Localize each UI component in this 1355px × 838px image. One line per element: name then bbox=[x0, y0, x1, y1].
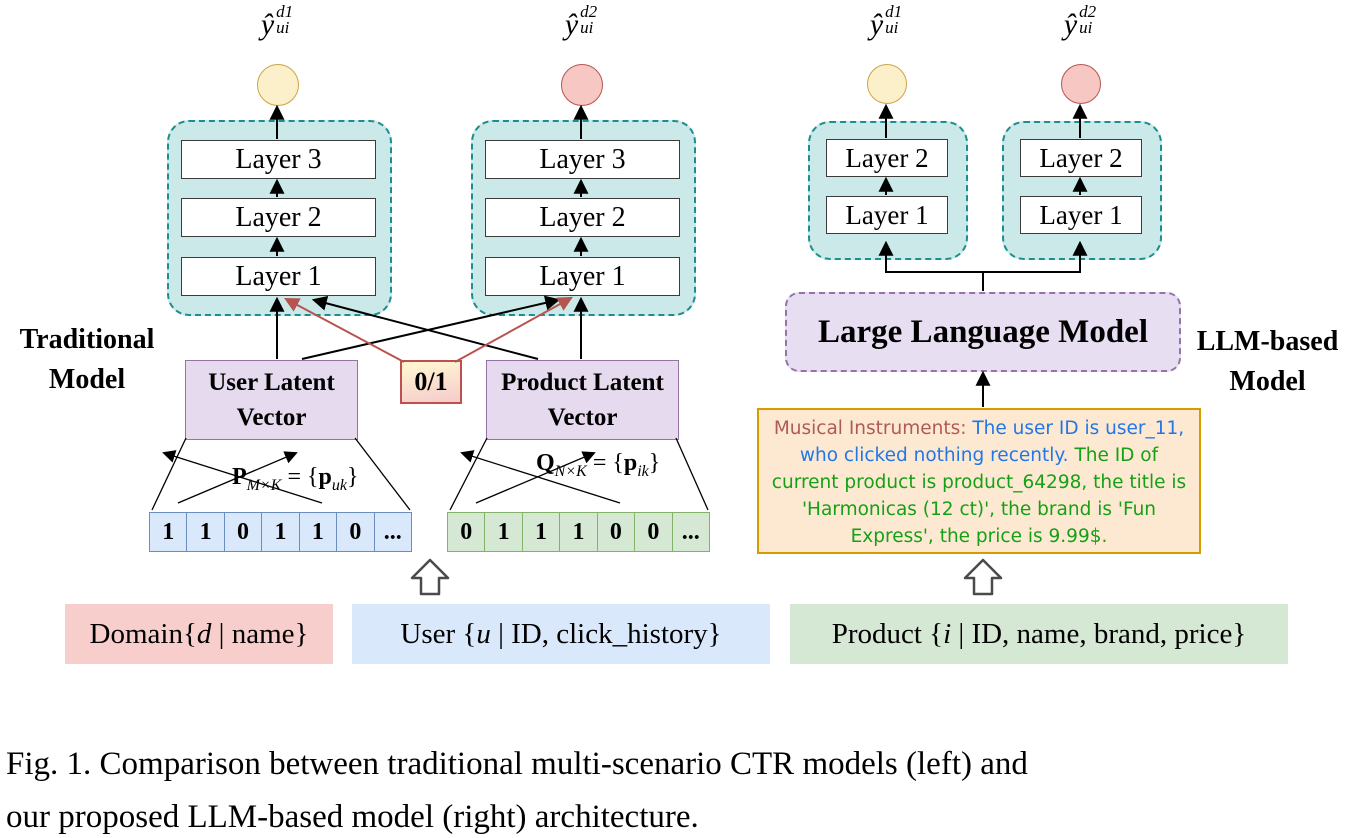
equals: = { bbox=[281, 464, 319, 490]
input-product-box: Product {i | ID, name, brand, price} bbox=[790, 604, 1288, 664]
matrix-subscript: M×K bbox=[246, 476, 282, 494]
matrix-symbol: Q bbox=[536, 450, 555, 476]
close-brace: } bbox=[347, 464, 359, 490]
llm-tower-2-layer-2: Layer 2 bbox=[1020, 139, 1142, 177]
traditional-model-label-line1: Traditional bbox=[19, 324, 155, 355]
user-latent-line1: User Latent bbox=[208, 369, 335, 396]
product-variable: i bbox=[943, 617, 952, 650]
user-onehot-vector: 1 1 0 1 1 0 ... bbox=[149, 512, 412, 552]
product-prefix: Product { bbox=[831, 617, 944, 650]
vector-cell: 1 bbox=[521, 512, 561, 552]
trad-tower-1-layer-2: Layer 2 bbox=[181, 198, 376, 237]
vector-cell: ... bbox=[671, 512, 710, 552]
product-latent-line2: Vector bbox=[547, 404, 618, 431]
vector-cell: 1 bbox=[186, 512, 225, 552]
trad-tower-2-layer-1: Layer 1 bbox=[485, 257, 680, 296]
trad-tower-1-layer-3: Layer 3 bbox=[181, 140, 376, 179]
output-node-llm-d1 bbox=[867, 64, 907, 104]
product-latent-vector-box: Product Latent Vector bbox=[486, 360, 679, 440]
prompt-domain-segment: Musical Instruments bbox=[773, 418, 961, 439]
subscript: ui bbox=[580, 18, 594, 37]
trad-tower-2-layer-3: Layer 3 bbox=[485, 140, 680, 179]
output-node-trad-d2 bbox=[561, 64, 603, 106]
subscript: ui bbox=[885, 18, 899, 37]
user-suffix: | ID, click_history} bbox=[490, 617, 722, 650]
vector-symbol: p bbox=[318, 464, 332, 490]
user-latent-vector-box: User Latent Vector bbox=[185, 360, 358, 440]
superscript: d2 bbox=[580, 2, 598, 21]
vector-cell: 1 bbox=[484, 512, 523, 552]
traditional-model-label: Traditional Model bbox=[2, 320, 172, 400]
vector-cell: 1 bbox=[261, 512, 300, 552]
caption-line2: our proposed LLM-based model (right) arc… bbox=[6, 799, 699, 835]
matrix-symbol: P bbox=[232, 464, 247, 490]
product-embedding-formula: QN×K = {pik} bbox=[536, 450, 660, 481]
close-brace: } bbox=[648, 450, 661, 476]
superscript: d1 bbox=[885, 2, 903, 21]
vector-cell: 0 bbox=[223, 512, 263, 552]
domain-gate-01: 0/1 bbox=[400, 360, 462, 404]
vector-cell: 1 bbox=[559, 512, 598, 552]
vector-subscript: ik bbox=[637, 462, 649, 480]
yhat-symbol: ŷ bbox=[1063, 8, 1078, 41]
traditional-model-label-line2: Model bbox=[48, 364, 126, 395]
trad-tower-1-layer-1: Layer 1 bbox=[181, 257, 376, 296]
domain-prefix: Domain{ bbox=[89, 617, 197, 650]
product-onehot-vector: 0 1 1 1 0 0 ... bbox=[447, 512, 710, 552]
figure-caption: Fig. 1. Comparison between traditional m… bbox=[6, 738, 1351, 838]
vector-cell: 0 bbox=[634, 512, 673, 552]
prompt-separator: : bbox=[960, 418, 973, 439]
large-language-model-box: Large Language Model bbox=[785, 292, 1181, 372]
superscript: d2 bbox=[1079, 2, 1097, 21]
output-node-llm-d2 bbox=[1061, 64, 1101, 104]
equals: = { bbox=[586, 450, 624, 476]
vector-cell: 1 bbox=[149, 512, 188, 552]
vector-subscript: uk bbox=[331, 476, 347, 494]
product-latent-line1: Product Latent bbox=[501, 369, 664, 396]
caption-line1: Fig. 1. Comparison between traditional m… bbox=[6, 746, 1028, 782]
vector-cell: 0 bbox=[596, 512, 636, 552]
matrix-subscript: N×K bbox=[554, 462, 587, 480]
llm-tower-1-layer-2: Layer 2 bbox=[826, 139, 948, 177]
user-variable: u bbox=[476, 617, 491, 650]
yhat-symbol: ŷ bbox=[564, 8, 579, 41]
input-domain-box: Domain{d | name} bbox=[65, 604, 333, 664]
prompt-user-segment: The user ID is user_11, who clicked noth… bbox=[799, 418, 1191, 466]
vector-symbol: p bbox=[623, 450, 638, 476]
superscript: d1 bbox=[276, 2, 294, 21]
user-prefix: User { bbox=[400, 617, 477, 650]
subscript: ui bbox=[1079, 18, 1093, 37]
subscript: ui bbox=[276, 18, 290, 37]
llm-tower-1-layer-1: Layer 1 bbox=[826, 196, 948, 234]
llm-tower-2-layer-1: Layer 1 bbox=[1020, 196, 1142, 234]
prompt-box: Musical Instruments: The user ID is user… bbox=[757, 408, 1201, 554]
yhat-symbol: ŷ bbox=[869, 8, 884, 41]
vector-cell: 0 bbox=[447, 512, 486, 552]
up-arrow-icon bbox=[410, 558, 450, 596]
prompt-product-segment: The ID of current product is product_642… bbox=[771, 445, 1193, 547]
vector-cell: ... bbox=[373, 512, 412, 552]
user-latent-line2: Vector bbox=[236, 404, 307, 431]
trad-tower-2-layer-2: Layer 2 bbox=[485, 198, 680, 237]
vector-cell: 1 bbox=[298, 512, 338, 552]
llm-based-model-label-line1: LLM-based bbox=[1196, 326, 1339, 357]
domain-suffix: | name} bbox=[211, 617, 309, 650]
input-user-box: User {u | ID, click_history} bbox=[352, 604, 770, 664]
llm-based-model-label: LLM-based Model bbox=[1180, 322, 1355, 402]
up-arrow-icon bbox=[963, 558, 1003, 596]
domain-variable: d bbox=[196, 617, 212, 650]
product-suffix: | ID, name, brand, price} bbox=[951, 617, 1247, 650]
llm-based-model-label-line2: Model bbox=[1229, 366, 1306, 397]
vector-cell: 0 bbox=[336, 512, 375, 552]
output-node-trad-d1 bbox=[257, 64, 299, 106]
yhat-symbol: ŷ bbox=[260, 8, 275, 41]
user-embedding-formula: PM×K = {puk} bbox=[232, 464, 359, 495]
